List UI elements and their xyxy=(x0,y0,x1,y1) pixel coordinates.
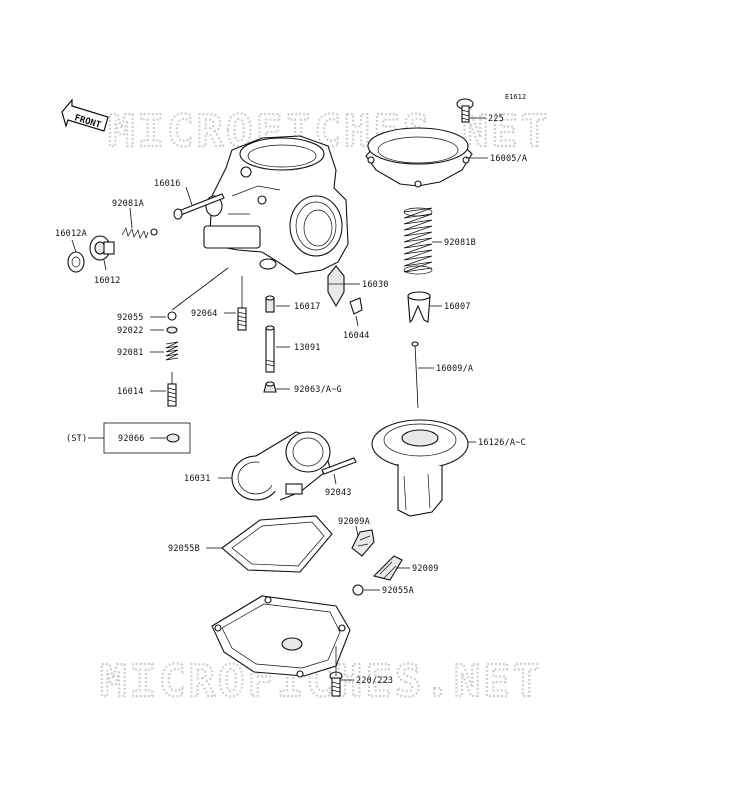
label-16012A: 16012A xyxy=(55,229,87,239)
part-16016-rod xyxy=(173,193,225,220)
part-92055B-gasket xyxy=(221,515,333,573)
part-16009-jet-needle xyxy=(411,341,419,409)
part-16014-pilot-screw xyxy=(167,372,177,407)
part-16017-jet xyxy=(265,295,275,313)
label-92009A: 92009A xyxy=(338,517,370,527)
label-13091: 13091 xyxy=(294,343,321,353)
label-92009: 92009 xyxy=(412,564,439,574)
part-92081-spring xyxy=(165,341,179,361)
part-16044-clip xyxy=(349,297,363,315)
part-float-bowl xyxy=(211,595,351,678)
part-92055A-oring xyxy=(352,584,364,596)
label-16031: 16031 xyxy=(184,474,211,484)
part-16005-top-cover xyxy=(365,127,473,188)
part-92055-oring xyxy=(167,311,177,321)
part-92009-screw xyxy=(372,555,403,581)
part-92043-pin xyxy=(321,457,357,475)
set-box-st: (ST) 92066 xyxy=(66,422,191,454)
label-92055A: 92055A xyxy=(382,586,414,596)
part-92009A-screw xyxy=(351,529,375,557)
label-92064: 92064 xyxy=(191,309,218,319)
label-16016: 16016 xyxy=(154,179,181,189)
label-16030: 16030 xyxy=(362,280,389,290)
label-92081: 92081 xyxy=(117,348,144,358)
label-16012: 16012 xyxy=(94,276,121,286)
part-220-screw xyxy=(329,646,343,697)
label-92022: 92022 xyxy=(117,326,144,336)
part-92081A-spring xyxy=(121,227,158,240)
label-16044: 16044 xyxy=(343,331,370,341)
part-16012A-cap xyxy=(67,251,85,273)
label-92063: 92063/A~G xyxy=(294,385,342,395)
part-225-screw xyxy=(456,98,474,123)
label-92081B: 92081B xyxy=(444,238,476,248)
carburetor-body xyxy=(203,135,349,275)
part-16031-linkage xyxy=(231,431,331,501)
label-16009: 16009/A xyxy=(436,364,473,374)
label-92043: 92043 xyxy=(325,488,352,498)
front-arrow-icon: FRONT xyxy=(61,98,109,132)
label-92055: 92055 xyxy=(117,313,144,323)
label-92066: 92066 xyxy=(118,434,145,444)
part-16012-plunger xyxy=(89,235,115,261)
label-92081A: 92081A xyxy=(112,199,144,209)
label-16017: 16017 xyxy=(294,302,321,312)
part-92022-washer xyxy=(166,326,178,334)
part-16126-diaphragm-piston xyxy=(371,419,469,517)
part-16030-needle xyxy=(327,265,345,308)
part-92066-plug xyxy=(166,433,180,443)
part-92063-main-jet xyxy=(263,381,277,393)
part-13091-pin xyxy=(265,325,275,373)
label-220: 220/223 xyxy=(356,676,393,686)
label-16014: 16014 xyxy=(117,387,144,397)
part-92064-screw xyxy=(237,276,247,331)
label-16005: 16005/A xyxy=(490,154,527,164)
part-16007-holder xyxy=(407,291,431,324)
label-92055B: 92055B xyxy=(168,544,200,554)
label-st: (ST) xyxy=(66,434,87,444)
label-16007: 16007 xyxy=(444,302,471,312)
diagram-code: E1612 xyxy=(505,93,526,101)
label-16126: 16126/A~C xyxy=(478,438,526,448)
part-92081B-spring xyxy=(403,207,433,275)
label-225: 225 xyxy=(488,114,504,124)
